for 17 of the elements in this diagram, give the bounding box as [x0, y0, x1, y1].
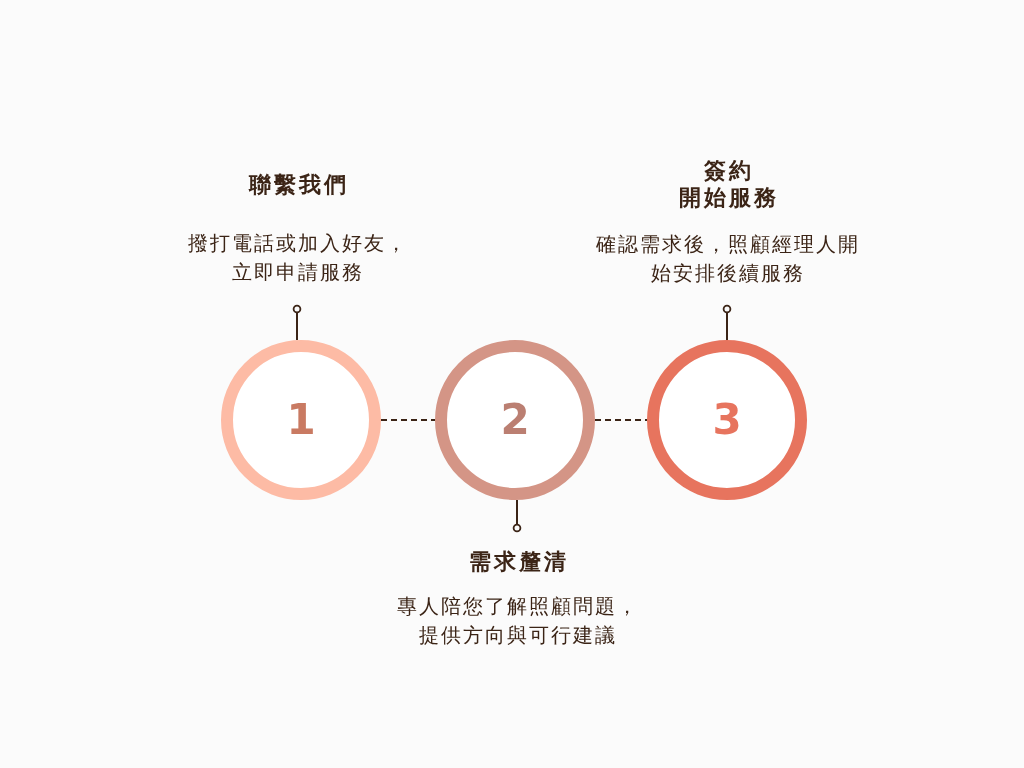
step-number: 2: [500, 399, 530, 441]
leader-line: [512, 499, 522, 533]
step-circle: [435, 340, 595, 500]
step-title: 聯繫我們: [247, 171, 349, 198]
step-title: 需求釐清: [467, 548, 569, 575]
leader-line: [292, 304, 302, 342]
step-description: 專人陪您了解照顧問題，提供方向與可行建議: [396, 592, 640, 649]
step-description: 確認需求後，照顧經理人開始安排後續服務: [595, 230, 861, 287]
step-title: 簽約開始服務: [677, 156, 780, 211]
leader-line: [722, 304, 732, 341]
step-number: 3: [712, 399, 742, 441]
dashed-line: [380, 419, 436, 421]
step-circle: [221, 340, 381, 500]
step-circle: [647, 340, 807, 500]
step-number: 1: [286, 399, 316, 441]
dashed-line: [594, 419, 648, 421]
step-description: 撥打電話或加入好友，立即申請服務: [187, 230, 409, 286]
